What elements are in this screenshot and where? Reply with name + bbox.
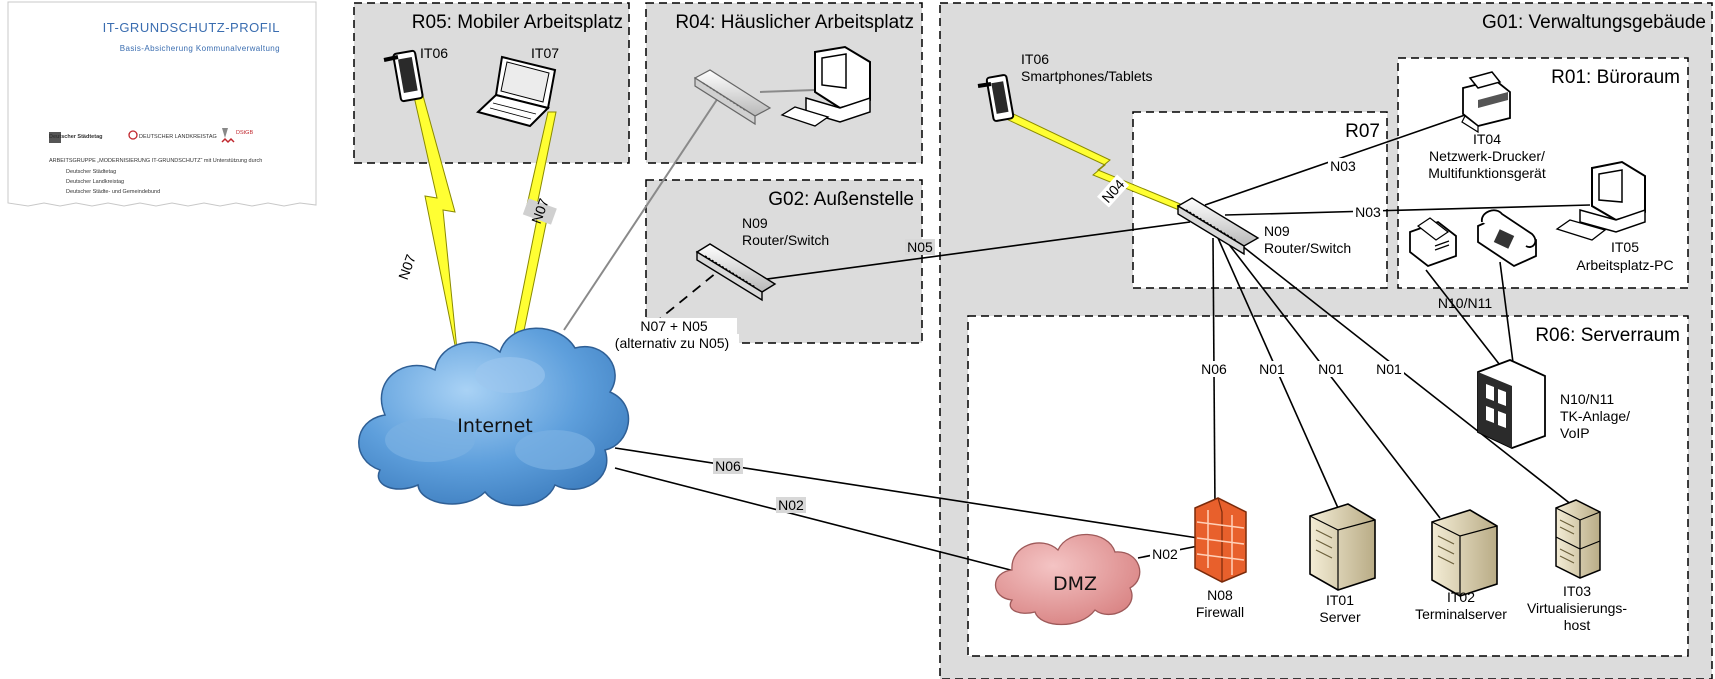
it03-label-1: IT03 [1563, 583, 1591, 599]
dstgb-logo: DStGB [221, 128, 253, 144]
link-home-device [759, 89, 816, 93]
link-labels: N07 N07 N07 + N05 (alternativ zu N05) N0… [389, 158, 1404, 562]
document-supporter: Deutscher Städtetag [66, 169, 116, 175]
document-subtitle: Basis-Absicherung Kommunalverwaltung [120, 44, 280, 53]
document-thumbnail: IT-GRUNDSCHUTZ-PROFIL Basis-Absicherung … [7, 1, 317, 207]
zone-title-r04: R04: Häuslicher Arbeitsplatz [675, 12, 914, 33]
r07-router-label-1: N09 [1264, 223, 1290, 239]
office-desktop-pc-icon [1555, 160, 1646, 241]
it01-label-2: Server [1319, 609, 1361, 625]
link-label-n03-pc: N03 [1355, 204, 1381, 220]
dstgb-eagle-icon [222, 128, 228, 138]
firewall-icon [1194, 497, 1247, 583]
link-n10-phone [1499, 261, 1516, 379]
terminal-server-icon [1431, 509, 1498, 597]
dstgb-mark-icon [221, 137, 235, 144]
it03-label-2: Virtualisierungs- [1527, 600, 1627, 616]
link-label-n01-b: N01 [1318, 361, 1344, 377]
tk-label-1: N10/N11 [1560, 391, 1614, 407]
fax-icon [1409, 217, 1457, 268]
link-label-n03-printer: N03 [1330, 158, 1356, 174]
zone-title-r01: R01: Büroraum [1551, 67, 1680, 88]
link-n02-internet [614, 467, 1031, 576]
staedtetag-logo: Deutscher Städtetag [49, 132, 103, 143]
g02-router-label-1: N09 [742, 215, 768, 231]
home-desktop-pc-icon [780, 45, 871, 127]
r07-router-icon [1176, 197, 1260, 256]
g01-it06-label-1: IT06 [1021, 51, 1049, 67]
it02-label-1: IT02 [1447, 589, 1475, 605]
link-n06-internet [614, 447, 1199, 539]
firewall-label-1: N08 [1207, 587, 1233, 603]
link-label-n10-n11: N10/N11 [1438, 295, 1492, 311]
document-footer-line: ARBEITSGRUPPE „MODERNISIERUNG IT-GRUNDSC… [49, 158, 262, 164]
zone-title-r06: R06: Serverraum [1535, 325, 1680, 346]
link-label-n02-dmz: N02 [1152, 546, 1178, 562]
g01-smartphone-icon [977, 74, 1015, 122]
document-title: IT-GRUNDSCHUTZ-PROFIL [103, 20, 280, 35]
home-switch-icon [693, 69, 772, 126]
document-supporter: Deutscher Landkreistag [66, 179, 124, 185]
dmz-cloud: DMZ [995, 533, 1141, 626]
zone-title-g02: G02: Außenstelle [768, 189, 914, 210]
zone-title-r05: R05: Mobiler Arbeitsplatz [412, 12, 623, 33]
it04-label-2: Netzwerk-Drucker/ [1429, 148, 1545, 164]
link-label-n02-internet: N02 [778, 497, 804, 513]
staedtetag-logo-text: Deutscher Städtetag [49, 134, 103, 140]
link-label-n01-c: N01 [1376, 361, 1402, 377]
zone-title-g01: G01: Verwaltungsgebäude [1482, 12, 1706, 33]
it05-label-1: IT05 [1611, 239, 1639, 255]
link-label-n01-a: N01 [1259, 361, 1285, 377]
landkreistag-logo-text: DEUTSCHER LANDKREISTAG [139, 134, 217, 140]
r05-it06-label: IT06 [420, 45, 448, 61]
it03-label-3: host [1564, 617, 1591, 633]
link-label-n06-internet: N06 [715, 458, 741, 474]
virtualization-host-icon [1555, 499, 1601, 579]
document-page [7, 1, 317, 207]
zone-r07 [1132, 111, 1388, 289]
tk-anlage-icon [1477, 359, 1546, 449]
server-icon [1309, 503, 1376, 591]
link-label-n05: N05 [907, 239, 933, 255]
landkreistag-ring-icon [128, 130, 138, 140]
firewall-label-2: Firewall [1196, 604, 1244, 620]
dmz-label: DMZ [1053, 573, 1097, 595]
g01-it06-label-2: Smartphones/Tablets [1021, 68, 1153, 84]
it04-label-1: IT04 [1473, 131, 1501, 147]
staedtetag-seal-icon [49, 132, 61, 143]
it05-label-2: Arbeitsplatz-PC [1576, 257, 1673, 273]
it01-label-1: IT01 [1326, 592, 1354, 608]
zone-g02 [645, 179, 923, 344]
g02-router-label-2: Router/Switch [742, 232, 829, 248]
it04-label-3: Multifunktionsgerät [1428, 165, 1546, 181]
smartphone-icon [383, 49, 424, 103]
landkreistag-logo: DEUTSCHER LANDKREISTAG [128, 130, 217, 140]
wireless-link-left [412, 91, 459, 361]
g02-router-icon [695, 243, 777, 302]
zone-title-r07: R07 [1345, 121, 1380, 142]
tk-label-2: TK-Anlage/ [1560, 408, 1630, 424]
printer-icon [1461, 71, 1511, 134]
r07-router-label-2: Router/Switch [1264, 240, 1351, 256]
tk-label-3: VoIP [1560, 425, 1590, 441]
link-label-n07-n05-1: N07 + N05 [640, 318, 708, 334]
link-n03-pc [1224, 204, 1591, 216]
link-home-office [563, 94, 721, 331]
internet-cloud: Internet [358, 327, 630, 507]
telephone-icon [1477, 209, 1537, 268]
link-n01-terminal [1223, 237, 1441, 519]
it02-label-2: Terminalserver [1415, 606, 1507, 622]
dstgb-logo-text: DStGB [236, 130, 253, 136]
document-supporter: Deutscher Städte- und Gemeindebund [66, 189, 160, 195]
r05-it07-label: IT07 [531, 45, 559, 61]
laptop-icon [476, 55, 557, 128]
link-n10-fax [1425, 269, 1511, 379]
link-n05 [759, 221, 1191, 281]
link-label-n07-n05-2: (alternativ zu N05) [615, 335, 729, 351]
internet-label: Internet [457, 415, 532, 437]
link-label-n06-firewall: N06 [1201, 361, 1227, 377]
